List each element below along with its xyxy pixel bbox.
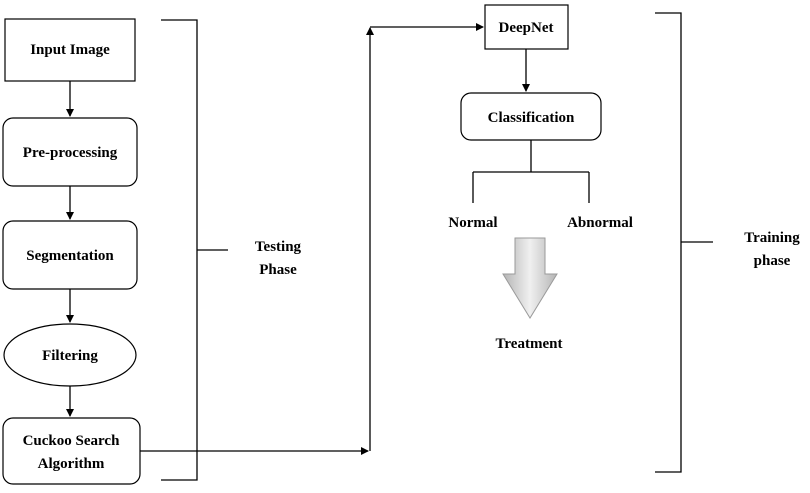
input-image-label: Input Image	[30, 42, 110, 58]
classification-node: Classification	[460, 92, 602, 141]
segmentation-node: Segmentation	[2, 220, 138, 290]
testing-phase-label-line1: Testing	[255, 239, 302, 255]
deepnet-label: DeepNet	[499, 20, 554, 36]
training-phase-bracket	[655, 12, 682, 473]
filtering-node: Filtering	[3, 323, 137, 387]
segmentation-label: Segmentation	[26, 248, 114, 264]
treatment-down-arrow-icon	[502, 237, 558, 319]
preprocessing-node: Pre-processing	[2, 117, 138, 187]
cuckoo-label-line2: Algorithm	[38, 456, 105, 472]
abnormal-label: Abnormal	[567, 215, 633, 231]
cuckoo-search-node: Cuckoo Search Algorithm	[2, 417, 141, 485]
treatment-label: Treatment	[496, 336, 563, 352]
input-image-node: Input Image	[4, 18, 136, 82]
filtering-label: Filtering	[42, 348, 98, 364]
preprocessing-label: Pre-processing	[23, 145, 118, 161]
deepnet-node: DeepNet	[484, 4, 569, 50]
testing-phase-label-line2: Phase	[259, 262, 297, 278]
testing-phase-bracket	[161, 19, 198, 481]
normal-label: Normal	[448, 215, 497, 231]
training-phase-label-line2: phase	[754, 253, 791, 269]
classification-label: Classification	[488, 110, 575, 126]
cuckoo-label-line1: Cuckoo Search	[23, 433, 120, 449]
training-phase-label-line1: Training	[744, 230, 800, 246]
